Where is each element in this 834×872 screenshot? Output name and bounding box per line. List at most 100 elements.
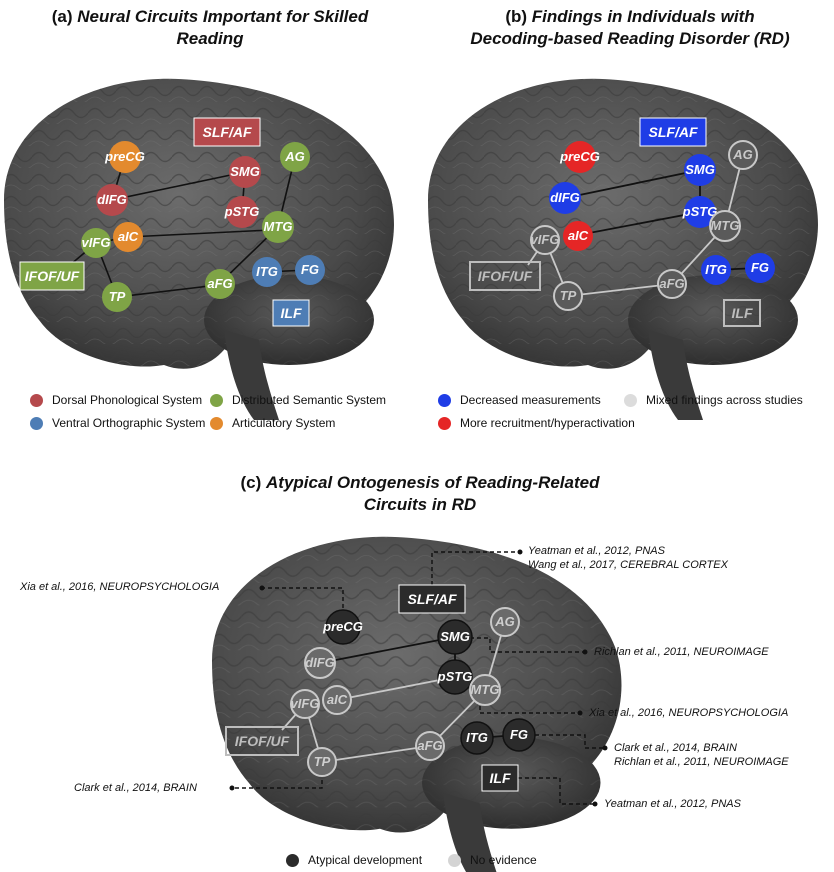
legend-a-dorsal: Dorsal Phonological System	[30, 393, 202, 407]
legend-label: Dorsal Phonological System	[52, 393, 203, 407]
svg-text:vIFG: vIFG	[82, 235, 111, 250]
legend-swatch	[438, 393, 451, 407]
citation-clark-fg: Clark et al., 2014, BRAIN Richlan et al.…	[614, 741, 789, 769]
svg-text:ITG: ITG	[256, 264, 278, 279]
svg-text:TP: TP	[560, 288, 577, 303]
node-ag-c: AG	[490, 607, 520, 637]
panel-c-nodes: preCG SMG AG dIFG pSTG vIFG aIC MTG TP a…	[290, 607, 536, 777]
node-pstg-a: pSTG	[224, 196, 260, 228]
node-vifg-a: vIFG	[81, 228, 111, 258]
node-afg-a: aFG	[205, 269, 235, 299]
citation-richlan-smg: Richlan et al., 2011, NEUROIMAGE	[594, 645, 769, 659]
panel-b-title-line1: Findings in Individuals with	[531, 7, 755, 26]
node-mtg-a: MTG	[262, 211, 294, 243]
citation-leader-ends	[229, 549, 608, 807]
legend-label: No evidence	[470, 853, 537, 867]
svg-text:aFG: aFG	[417, 738, 442, 753]
svg-text:aFG: aFG	[659, 276, 684, 291]
legend-label: Distributed Semantic System	[232, 393, 387, 407]
svg-text:SLF/AF: SLF/AF	[649, 124, 698, 140]
svg-text:SLF/AF: SLF/AF	[408, 591, 457, 607]
svg-text:SLF/AF: SLF/AF	[203, 124, 252, 140]
node-difg-b: dIFG	[549, 182, 581, 214]
tract-ilf-a: ILF	[272, 299, 310, 327]
svg-text:preCG: preCG	[104, 149, 145, 164]
svg-text:dIFG: dIFG	[550, 190, 580, 205]
panel-a-title-line2: Reading	[176, 29, 244, 48]
node-fg-a: FG	[295, 255, 325, 285]
panel-c-title-line1: Atypical Ontogenesis of Reading-Related	[266, 473, 600, 492]
legend-swatch	[210, 393, 223, 407]
tract-slf-af-c: SLF/AF	[398, 584, 466, 614]
svg-text:MTG: MTG	[711, 218, 740, 233]
legend-swatch	[286, 853, 299, 867]
svg-text:aIC: aIC	[327, 692, 348, 707]
legend-c-noevidence: No evidence	[448, 853, 537, 867]
panel-b-title-line2: Decoding-based Reading Disorder (RD)	[470, 29, 790, 48]
svg-text:IFOF/UF: IFOF/UF	[478, 268, 533, 284]
svg-text:pSTG: pSTG	[224, 204, 260, 219]
citation-yeatman-wang: Yeatman et al., 2012, PNAS Wang et al., …	[528, 544, 728, 572]
svg-text:IFOF/UF: IFOF/UF	[25, 268, 80, 284]
panel-a-label: (a)	[51, 7, 73, 26]
svg-text:TP: TP	[314, 754, 331, 769]
citation-xia-precg: Xia et al., 2016, NEUROPSYCHOLOGIA	[20, 580, 219, 594]
svg-text:ITG: ITG	[466, 730, 488, 745]
legend-a-articulatory: Articulatory System	[210, 416, 335, 430]
svg-text:TP: TP	[109, 289, 126, 304]
svg-text:IFOF/UF: IFOF/UF	[235, 733, 290, 749]
tract-ilf-c: ILF	[481, 764, 519, 792]
panel-c-title-line2: Circuits in RD	[363, 495, 477, 514]
node-precg-c: preCG	[322, 609, 363, 645]
node-ag-b: AG	[728, 140, 758, 170]
svg-text:ILF: ILF	[281, 305, 302, 321]
svg-text:pSTG: pSTG	[682, 204, 718, 219]
node-mtg-c: MTG	[469, 674, 501, 706]
panel-a-title-line1: Neural Circuits Important for Skilled	[77, 7, 369, 26]
node-difg-c: dIFG	[304, 647, 336, 679]
legend-swatch	[30, 416, 43, 430]
legend-b-more: More recruitment/hyperactivation	[438, 416, 635, 430]
svg-text:SMG: SMG	[685, 162, 715, 177]
panel-b-brain	[428, 78, 818, 421]
panel-a-title: (a) Neural Circuits Important for Skille…	[20, 6, 400, 50]
tract-slf-af-a: SLF/AF	[193, 117, 261, 147]
legend-b-decreased: Decreased measurements	[438, 393, 601, 407]
tract-ifof-uf-c: IFOF/UF	[225, 726, 299, 756]
svg-text:dIFG: dIFG	[97, 192, 127, 207]
svg-text:AG: AG	[284, 149, 305, 164]
node-difg-a: dIFG	[96, 184, 128, 216]
tract-ilf-b: ILF	[723, 299, 761, 327]
svg-text:ITG: ITG	[705, 262, 727, 277]
svg-text:aFG: aFG	[207, 276, 232, 291]
tract-ifof-uf-a: IFOF/UF	[19, 261, 85, 291]
node-ag-a: AG	[280, 142, 310, 172]
legend-swatch	[30, 393, 43, 407]
node-pstg-c: pSTG	[437, 659, 473, 695]
legend-label: Articulatory System	[232, 416, 336, 430]
legend-label: Decreased measurements	[460, 393, 601, 407]
citation-line: Xia et al., 2016, NEUROPSYCHOLOGIA	[20, 581, 220, 593]
legend-label: More recruitment/hyperactivation	[460, 416, 635, 430]
svg-text:vIFG: vIFG	[531, 232, 560, 247]
node-afg-c: aFG	[415, 731, 445, 761]
svg-text:preCG: preCG	[559, 149, 600, 164]
citation-line: Yeatman et al., 2012, PNAS	[604, 798, 741, 810]
panel-b-title: (b) Findings in Individuals with Decodin…	[430, 6, 830, 50]
svg-text:ILF: ILF	[732, 305, 753, 321]
node-aic-b: aIC	[563, 221, 593, 251]
node-mtg-b: MTG	[709, 210, 741, 242]
legend-b-mixed: Mixed findings across studies	[624, 393, 803, 407]
svg-text:FG: FG	[301, 262, 319, 277]
node-tp-c: TP	[307, 747, 337, 777]
panel-a-nodes: preCG SMG AG dIFG pSTG vIFG aIC MTG TP a…	[81, 141, 325, 312]
node-tp-b: TP	[553, 281, 583, 311]
node-precg-a: preCG	[104, 141, 145, 173]
svg-text:preCG: preCG	[322, 619, 363, 634]
citation-xia-itg: Xia et al., 2016, NEUROPSYCHOLOGIA	[589, 706, 788, 720]
svg-text:AG: AG	[494, 614, 515, 629]
node-smg-a: SMG	[229, 156, 261, 188]
legend-a-semantic: Distributed Semantic System	[210, 393, 386, 407]
svg-text:SMG: SMG	[230, 164, 260, 179]
